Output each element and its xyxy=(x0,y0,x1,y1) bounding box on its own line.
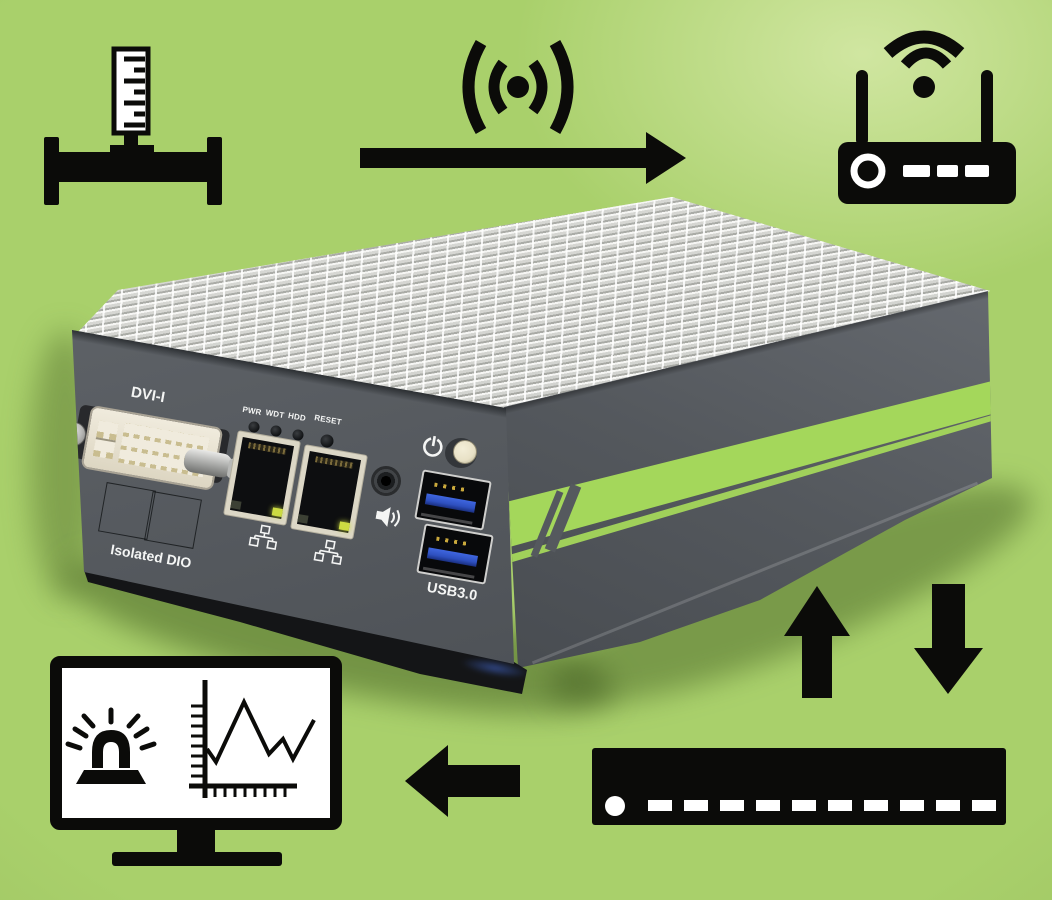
arrow-right-icon xyxy=(360,132,686,184)
led-label-wdt: WDT xyxy=(264,407,286,421)
power-symbol-icon xyxy=(423,435,443,457)
dio-slot-right xyxy=(144,491,202,549)
arrow-down-icon xyxy=(914,584,983,694)
arrow-up-down-group xyxy=(784,584,983,698)
usb-port-2-lip xyxy=(422,566,475,579)
ethernet-port-1 xyxy=(223,430,301,526)
speaker-icon xyxy=(375,507,401,527)
ethernet-port-1-led-left xyxy=(230,500,242,510)
audio-jack xyxy=(371,466,401,496)
led-label-hdd: HDD xyxy=(287,411,307,423)
alarm-siren-icon xyxy=(65,707,157,784)
lan-icon xyxy=(313,539,343,566)
usb-port-1 xyxy=(414,469,492,531)
usb-port-2-contacts xyxy=(436,536,469,547)
pwr-led xyxy=(248,421,260,433)
dvi-port-label: DVI-I xyxy=(129,383,167,407)
arrow-left-icon xyxy=(405,745,520,817)
usb-port-2 xyxy=(416,523,494,585)
pipe-flow-sensor-icon xyxy=(44,46,222,205)
usb-port-1-lip xyxy=(420,512,473,525)
wdt-led xyxy=(270,425,282,437)
wireless-broadcast-icon xyxy=(462,40,574,134)
ethernet-port-2 xyxy=(290,444,368,540)
usb-label: USB3.0 xyxy=(425,579,479,605)
lan-icon xyxy=(248,524,278,551)
power-button xyxy=(453,440,477,464)
wifi-router-icon xyxy=(838,30,1016,204)
led-label-pwr: PWR xyxy=(241,404,263,418)
trend-chart-icon xyxy=(189,680,316,798)
monitor-alarm-trend-icon xyxy=(50,656,342,866)
dvi-connector xyxy=(80,404,224,492)
usb-port-2-tongue xyxy=(426,547,478,567)
ethernet-port-2-led xyxy=(338,521,350,531)
ethernet-port-1-led xyxy=(271,507,283,517)
arrow-up-icon xyxy=(784,586,850,698)
rack-server-icon xyxy=(592,748,1006,825)
ethernet-port-2-led-left xyxy=(297,514,309,524)
reset-button-hole xyxy=(320,434,334,448)
usb-port-1-tongue xyxy=(424,493,476,513)
led-label-reset: RESET xyxy=(313,413,343,427)
dvi-analog-block xyxy=(92,420,119,460)
usb-port-1-contacts xyxy=(434,482,467,493)
hdd-led xyxy=(292,429,304,441)
